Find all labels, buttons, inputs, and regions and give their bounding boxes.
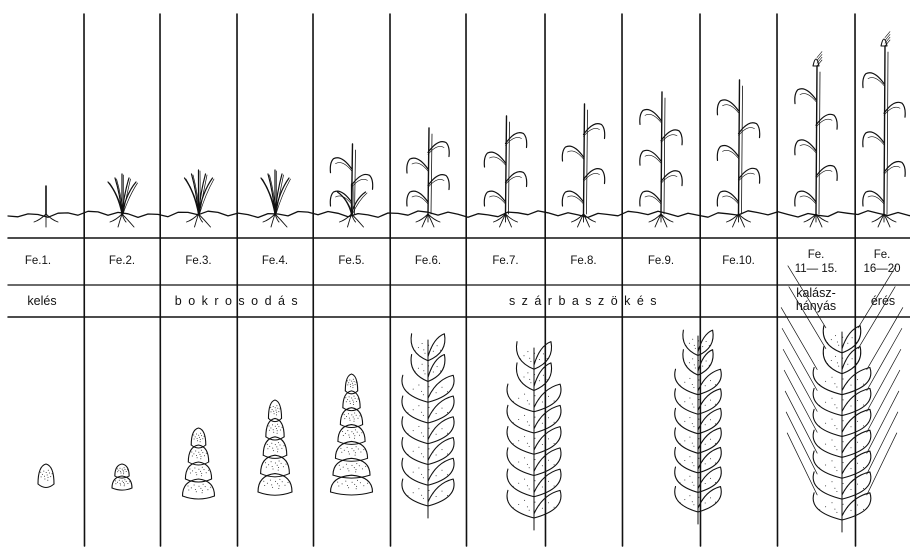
- plant-stage-9: [640, 92, 682, 227]
- column-divider: [84, 14, 85, 546]
- column-divider: [466, 14, 467, 546]
- phase-label: b o k r o s o d á s: [175, 294, 299, 308]
- phase-label: hányás: [796, 299, 836, 313]
- column-divider: [390, 14, 391, 546]
- soil-line: [8, 211, 910, 218]
- stage-label: Fe.6.: [415, 255, 441, 267]
- plant-stage-2: [108, 174, 138, 227]
- phase-labels: kelés b o k r o s o d á s s z á r b a s z …: [27, 286, 895, 313]
- plant-stage-1: [34, 186, 58, 227]
- ear-stage-6: [402, 334, 454, 518]
- plant-stage-10: [717, 80, 759, 227]
- plant-stage-4: [261, 170, 291, 227]
- stage-label: Fe.10.: [722, 255, 755, 267]
- plant-stage-11: [795, 52, 837, 227]
- ear-stage-2: [112, 464, 132, 490]
- ear-stage-3: [183, 428, 215, 499]
- phase-label: s z á r b a s z ö k é s: [509, 294, 658, 308]
- plant-drawings: [34, 32, 905, 227]
- stage-label: Fe.: [874, 249, 891, 261]
- column-divider: [237, 14, 238, 546]
- stage-label: 11— 15.: [795, 263, 838, 275]
- column-divider: [622, 14, 623, 546]
- ear-stage-9: [675, 330, 722, 524]
- stage-label: Fe.7.: [492, 255, 518, 267]
- column-divider: [313, 14, 314, 546]
- plant-stage-6: [407, 128, 449, 227]
- column-divider: [777, 14, 778, 546]
- plant-stage-12: [863, 32, 905, 227]
- ear-stage-5: [331, 374, 373, 495]
- stage-label: Fe.2.: [109, 255, 135, 267]
- stage-label: Fe.1.: [25, 255, 51, 267]
- plant-stage-7: [484, 116, 526, 227]
- stage-labels: Fe.1. Fe.2. Fe.3. Fe.4. Fe.5. Fe.6. Fe.7. Fe.8.…: [25, 249, 901, 275]
- phase-label: kelés: [27, 294, 56, 308]
- stage-label: 16—20: [863, 263, 900, 275]
- grid-lines: [8, 14, 910, 546]
- ear-drawings: [38, 266, 903, 532]
- plant-stage-8: [562, 104, 604, 227]
- stage-label: Fe.9.: [648, 255, 674, 267]
- ear-stage-1: [38, 464, 54, 488]
- stage-label: Fe.5.: [338, 255, 364, 267]
- ear-stage-7: [507, 342, 561, 530]
- stage-label: Fe.: [808, 249, 825, 261]
- phase-label: érés: [871, 294, 895, 308]
- stage-label: Fe.3.: [185, 255, 211, 267]
- column-divider: [160, 14, 161, 546]
- ear-stage-4: [258, 400, 292, 495]
- column-divider: [855, 14, 856, 546]
- column-divider: [545, 14, 546, 546]
- phase-label: kalász-: [796, 286, 836, 300]
- stage-label: Fe.8.: [570, 255, 596, 267]
- column-divider: [700, 14, 701, 546]
- plant-stage-3: [185, 170, 215, 227]
- stage-label: Fe.4.: [262, 255, 288, 267]
